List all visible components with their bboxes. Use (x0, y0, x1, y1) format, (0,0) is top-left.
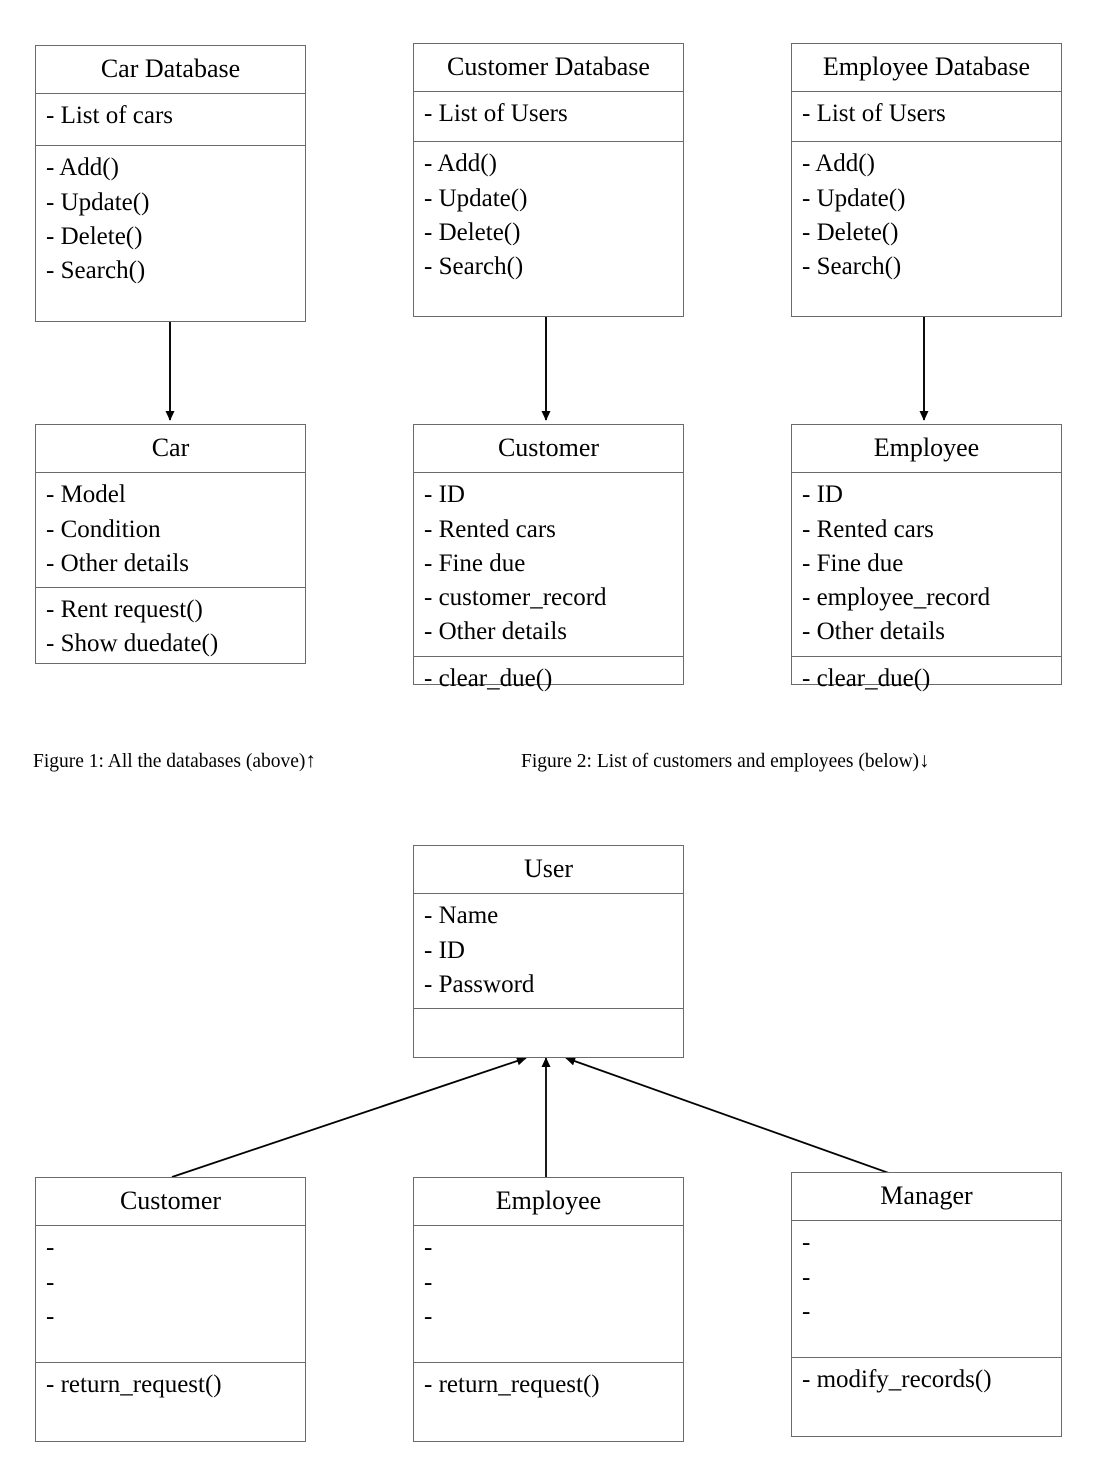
operation-row: - modify_records() (802, 1366, 992, 1394)
class-name-customer-database: Customer Database (414, 44, 683, 93)
attribute-row: - Other details (802, 618, 946, 646)
attribute-row: - List of cars (46, 102, 174, 130)
operation-row: - Update() (424, 184, 528, 212)
operations-section-car-database: - Add() - Update() - Delete() - Search() (36, 146, 305, 294)
operation-row: - return_request() (424, 1371, 600, 1399)
attribute-row: - (424, 1302, 433, 1330)
attribute-row: - employee_record (802, 584, 991, 612)
attribute-row: - Rented cars (424, 515, 556, 543)
attributes-section-customer-sub: - - - (36, 1226, 305, 1364)
attribute-row: - Other details (424, 618, 568, 646)
class-box-employee-database[interactable]: Employee Database - List of Users - Add(… (791, 43, 1062, 317)
operations-section-employee-sub: - return_request() (414, 1363, 683, 1408)
attributes-section-employee-sub: - - - (414, 1226, 683, 1364)
class-name-employee-sub: Employee (414, 1178, 683, 1227)
attribute-row: - (802, 1229, 811, 1257)
attribute-row: - (802, 1297, 811, 1325)
attributes-section-customer: - ID - Rented cars - Fine due - customer… (414, 473, 683, 657)
operations-section-customer: - clear_due() (414, 657, 683, 702)
operation-row: - Delete() (424, 218, 521, 246)
attribute-row: - Condition (46, 515, 161, 543)
attribute-row: - Password (424, 970, 535, 998)
attribute-row: - (46, 1268, 55, 1296)
attribute-row: - ID (424, 481, 465, 509)
attribute-row: - Fine due (802, 549, 904, 577)
operation-row: - Delete() (46, 222, 143, 250)
attribute-row: - Name (424, 902, 499, 930)
attribute-row: - Fine due (424, 549, 526, 577)
attribute-row: - customer_record (424, 584, 607, 612)
operations-section-customer-database: - Add() - Update() - Delete() - Search() (414, 142, 683, 290)
attributes-section-car-database: - List of cars (36, 94, 305, 147)
operation-row: - Add() (802, 150, 875, 178)
operation-row: - Add() (46, 154, 119, 182)
class-box-customer-database[interactable]: Customer Database - List of Users - Add(… (413, 43, 684, 317)
operation-row: - Search() (46, 257, 146, 285)
arrow-up-icon: ↑ (305, 748, 316, 772)
operation-row: - Show duedate() (46, 630, 219, 658)
class-box-customer[interactable]: Customer - ID - Rented cars - Fine due -… (413, 424, 684, 692)
operation-row: - Update() (46, 188, 150, 216)
figure-1-caption: Figure 1: All the databases (above)↑ (33, 750, 316, 773)
operations-section-car: - Rent request() - Show duedate() (36, 588, 305, 668)
attribute-row: - (424, 1234, 433, 1262)
class-box-car-database[interactable]: Car Database - List of cars - Add() - Up… (35, 45, 306, 322)
operations-section-employee-database: - Add() - Update() - Delete() - Search() (792, 142, 1061, 290)
operations-section-employee: - clear_due() (792, 657, 1061, 702)
operations-section-user (414, 1009, 683, 1054)
operations-section-manager-sub: - modify_records() (792, 1358, 1061, 1403)
attribute-row: - List of Users (424, 100, 568, 128)
operation-row: - clear_due() (424, 664, 553, 692)
class-box-car[interactable]: Car - Model - Condition - Other details … (35, 424, 306, 664)
arrow-customer-sub-to-user (171, 1056, 527, 1178)
attribute-row: - ID (802, 481, 843, 509)
attributes-section-manager-sub: - - - (792, 1221, 1061, 1359)
attribute-row: - (424, 1268, 433, 1296)
attributes-section-employee: - ID - Rented cars - Fine due - employee… (792, 473, 1061, 657)
operation-row: - Search() (424, 253, 524, 281)
operation-row: - Add() (424, 150, 497, 178)
class-box-employee-sub[interactable]: Employee - - - - return_request() (413, 1177, 684, 1442)
attribute-row: - List of Users (802, 100, 946, 128)
operation-row: - Update() (802, 184, 906, 212)
class-name-employee: Employee (792, 425, 1061, 474)
attributes-section-customer-database: - List of Users (414, 92, 683, 143)
class-box-customer-sub[interactable]: Customer - - - - return_request() (35, 1177, 306, 1442)
class-name-car: Car (36, 425, 305, 474)
attribute-row: - (46, 1302, 55, 1330)
attributes-section-car: - Model - Condition - Other details (36, 473, 305, 589)
class-name-car-database: Car Database (36, 46, 305, 95)
operation-row: - Search() (802, 253, 902, 281)
attributes-section-employee-database: - List of Users (792, 92, 1061, 143)
attributes-section-user: - Name - ID - Password (414, 894, 683, 1010)
attribute-row: - ID (424, 936, 465, 964)
attribute-row: - (46, 1234, 55, 1262)
figure-2-text: Figure 2: List of customers and employee… (521, 751, 920, 772)
attribute-row: - Other details (46, 549, 190, 577)
operations-section-customer-sub: - return_request() (36, 1363, 305, 1408)
class-name-manager-sub: Manager (792, 1173, 1061, 1222)
operation-row: - Rent request() (46, 596, 203, 624)
class-box-manager-sub[interactable]: Manager - - - - modify_records() (791, 1172, 1062, 1437)
class-name-employee-database: Employee Database (792, 44, 1061, 93)
arrow-down-icon: ↓ (919, 748, 930, 772)
figure-2-caption: Figure 2: List of customers and employee… (521, 750, 930, 773)
class-name-customer-sub: Customer (36, 1178, 305, 1227)
operation-row: - Delete() (802, 218, 899, 246)
class-box-employee[interactable]: Employee - ID - Rented cars - Fine due -… (791, 424, 1062, 692)
operation-row: - clear_due() (802, 664, 931, 692)
figure-1-text: Figure 1: All the databases (above) (33, 751, 306, 772)
attribute-row: - Model (46, 481, 126, 509)
class-name-user: User (414, 846, 683, 895)
operation-row (424, 1014, 683, 1048)
class-box-user[interactable]: User - Name - ID - Password (413, 845, 684, 1058)
arrow-manager-sub-to-user (565, 1056, 901, 1178)
class-name-customer: Customer (414, 425, 683, 474)
operation-row: - return_request() (46, 1371, 222, 1399)
attribute-row: - (802, 1263, 811, 1291)
attribute-row: - Rented cars (802, 515, 934, 543)
